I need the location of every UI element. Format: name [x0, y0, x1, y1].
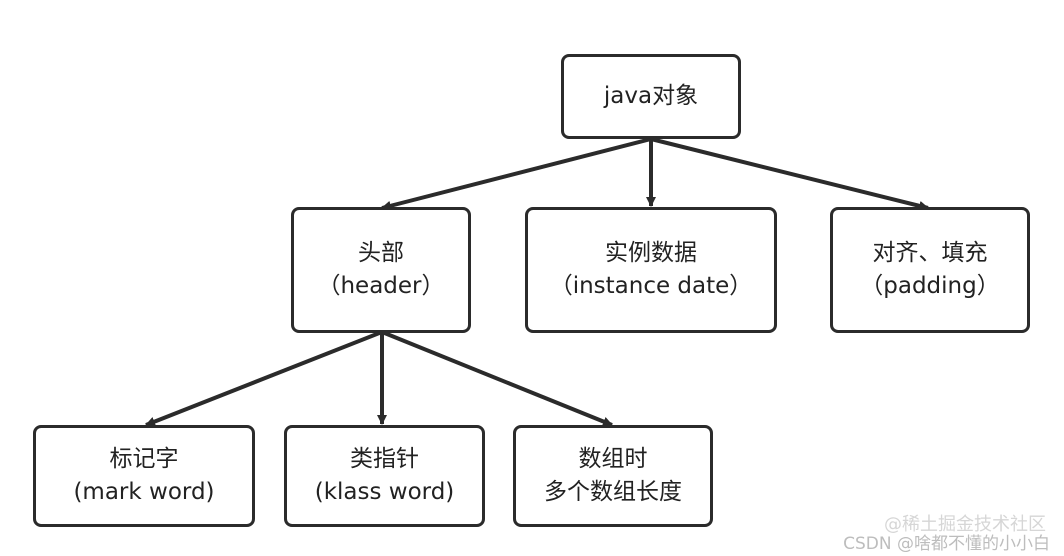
node-java-object-label: java对象 — [603, 83, 699, 109]
edge-root-padding — [650, 137, 929, 211]
node-mark-word-title: 标记字 — [109, 446, 179, 472]
node-padding-subtitle: （padding） — [860, 273, 1000, 299]
node-klass-word-subtitle: (klass word) — [314, 479, 455, 505]
node-array-length-title: 数组时 — [578, 446, 648, 472]
node-klass-word-title: 类指针 — [350, 446, 419, 472]
watermark-csdn: CSDN @啥都不懂的小小白 — [843, 534, 1050, 554]
edge-header-array — [381, 330, 613, 427]
node-header-title: 头部 — [358, 240, 404, 266]
node-instance-data: 实例数据 （instance date） — [525, 207, 777, 333]
watermark-juejin: @稀土掘金技术社区 — [884, 514, 1046, 535]
node-klass-word: 类指针 (klass word) — [284, 425, 485, 527]
node-padding-title: 对齐、填充 — [872, 240, 988, 266]
node-java-object: java对象 — [561, 54, 741, 139]
node-instance-data-title: 实例数据 — [605, 240, 697, 266]
node-instance-data-subtitle: （instance date） — [549, 273, 753, 299]
edge-header-markword — [145, 330, 383, 427]
node-mark-word: 标记字 (mark word) — [33, 425, 255, 527]
node-mark-word-subtitle: (mark word) — [73, 479, 215, 505]
node-padding: 对齐、填充 （padding） — [830, 207, 1030, 333]
node-header-subtitle: （header） — [317, 273, 445, 299]
edge-root-header — [381, 137, 652, 211]
node-array-length: 数组时 多个数组长度 — [513, 425, 713, 527]
node-header: 头部 （header） — [291, 207, 471, 333]
node-array-length-subtitle: 多个数组长度 — [544, 479, 682, 505]
